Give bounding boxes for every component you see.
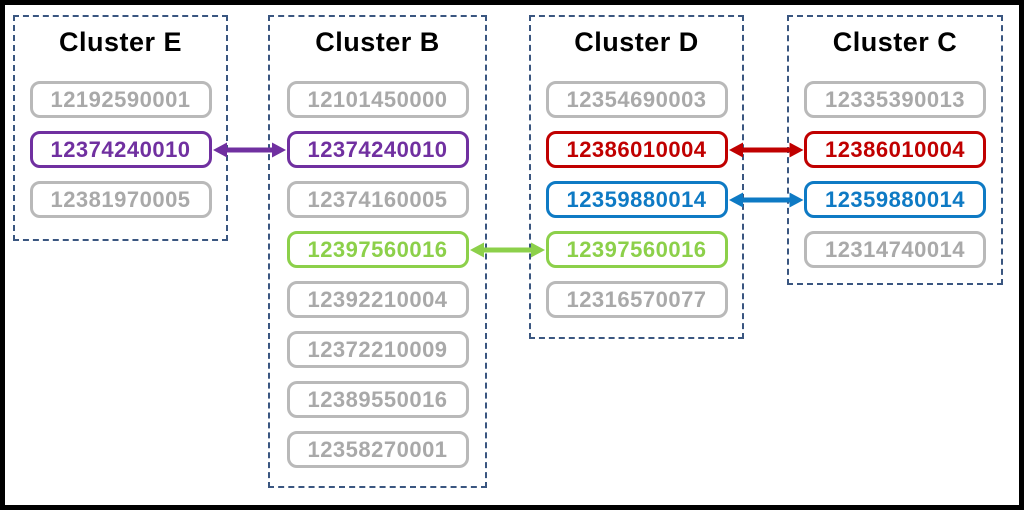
record-box: 12372210009 bbox=[286, 331, 469, 368]
record-box: 12335390013 bbox=[804, 81, 986, 118]
record-box: 12101450000 bbox=[286, 81, 469, 118]
record-box: 12314740014 bbox=[804, 231, 986, 268]
cluster-e: Cluster E 12192590001 12374240010 12381970… bbox=[13, 15, 228, 241]
cluster-d: Cluster D 12354690003 12386010004 12359880… bbox=[529, 15, 744, 339]
cluster-b: Cluster B 12101450000 12374240010 12374160… bbox=[268, 15, 487, 488]
cluster-c-box-list: 12335390013 12386010004 12359880014 1231474… bbox=[789, 81, 1001, 268]
record-box: 12316570077 bbox=[545, 281, 728, 318]
record-box: 12397560016 bbox=[286, 231, 469, 268]
record-box: 12192590001 bbox=[29, 81, 212, 118]
record-box: 12354690003 bbox=[545, 81, 728, 118]
cluster-e-title: Cluster E bbox=[58, 27, 183, 57]
record-box: 12374160005 bbox=[286, 181, 469, 218]
record-box: 12397560016 bbox=[545, 231, 728, 268]
record-box: 12374240010 bbox=[29, 131, 212, 168]
cluster-b-title: Cluster B bbox=[315, 27, 440, 57]
cluster-b-box-list: 12101450000 12374240010 12374160005 1239756… bbox=[270, 81, 485, 468]
record-box: 12386010004 bbox=[545, 131, 728, 168]
record-box: 12392210004 bbox=[286, 281, 469, 318]
record-box: 12389550016 bbox=[286, 381, 469, 418]
cluster-e-box-list: 12192590001 12374240010 12381970005 bbox=[15, 81, 226, 218]
cluster-c: Cluster C 12335390013 12386010004 12359880… bbox=[787, 15, 1003, 285]
cluster-c-title: Cluster C bbox=[832, 27, 958, 57]
cluster-d-box-list: 12354690003 12386010004 12359880014 1239756… bbox=[531, 81, 742, 318]
record-box: 12358270001 bbox=[286, 431, 469, 468]
record-box: 12386010004 bbox=[804, 131, 986, 168]
record-box: 12359880014 bbox=[804, 181, 986, 218]
record-box: 12381970005 bbox=[29, 181, 212, 218]
record-box: 12359880014 bbox=[545, 181, 728, 218]
cluster-d-title: Cluster D bbox=[574, 27, 699, 57]
record-box: 12374240010 bbox=[286, 131, 469, 168]
